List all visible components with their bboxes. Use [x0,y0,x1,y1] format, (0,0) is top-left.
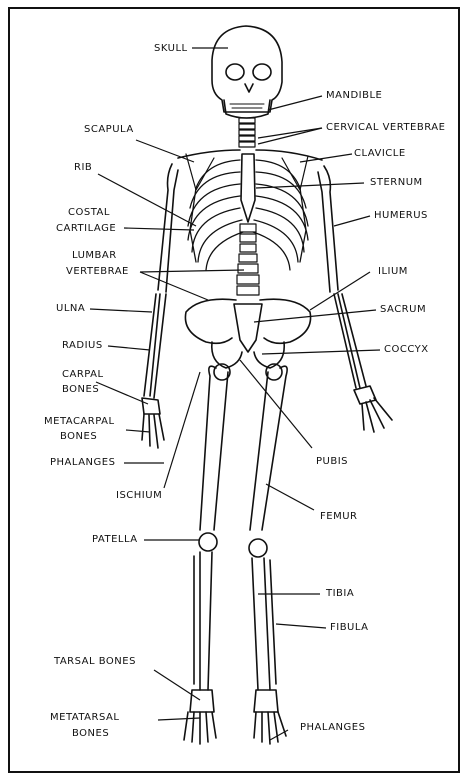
label-scapula: SCAPULA [84,124,134,135]
label-lumbar-vertebrae-line1: LUMBAR [72,250,117,261]
label-ilium: ILIUM [378,266,408,277]
label-costal-cartilage-line2: CARTILAGE [56,223,117,234]
label-sacrum: SACRUM [380,304,427,315]
label-clavicle: CLAVICLE [354,148,406,159]
mandible-shape [223,99,271,119]
label-pubis: PUBIS [316,456,349,467]
label-radius: RADIUS [62,340,103,351]
lower-leg-shapes [193,551,277,691]
patella-left-shape [198,532,218,552]
arm-left-shape [141,163,179,449]
sternum-shape [240,153,256,223]
label-tibia: TIBIA [326,588,355,599]
label-costal-cartilage-line1: COSTAL [68,207,110,218]
patella-right-shape [248,538,268,558]
pelvis-shape [184,298,312,369]
label-ulna: ULNA [56,303,86,314]
label-tarsal-bones: TARSAL BONES [54,656,136,667]
scapula-shape [185,153,215,191]
feet-shapes [183,689,287,745]
label-carpal-bones-line1: CARPAL [62,369,104,380]
label-femur: FEMUR [320,511,358,522]
label-fibula: FIBULA [330,622,369,633]
label-cervical-vertebrae: CERVICAL VERTEBRAE [326,122,446,133]
arm-right-shape [317,165,393,433]
label-phalanges-hand: PHALANGES [50,457,116,468]
label-lumbar-vertebrae-line2: VERTEBRAE [66,266,129,277]
label-coccyx: COCCYX [384,344,429,355]
label-metatarsal-bones-line1: METATARSAL [50,712,120,723]
label-carpal-bones-line2: BONES [62,384,100,395]
femur-shapes [199,363,288,531]
label-metatarsal-bones-line2: BONES [72,728,110,739]
clavicle-left-shape [177,149,241,159]
label-humerus: HUMERUS [374,210,428,221]
label-patella: PATELLA [92,534,138,545]
cervical-vertebrae-shape [238,117,256,148]
label-metacarpal-bones-line1: METACARPAL [44,416,115,427]
label-ischium: ISCHIUM [116,490,163,501]
label-sternum: STERNUM [370,177,423,188]
rib-cage-shape [187,159,309,271]
skull-shape [211,25,283,113]
diagram-border [8,7,460,773]
label-rib: RIB [74,162,93,173]
label-mandible: MANDIBLE [326,90,383,101]
leader-lines [89,47,381,741]
label-metacarpal-bones-line2: BONES [60,431,98,442]
label-phalanges-foot: PHALANGES [300,722,366,733]
label-skull: SKULL [154,43,188,54]
spine-shape [236,223,260,296]
clavicle-right-shape [255,149,323,161]
